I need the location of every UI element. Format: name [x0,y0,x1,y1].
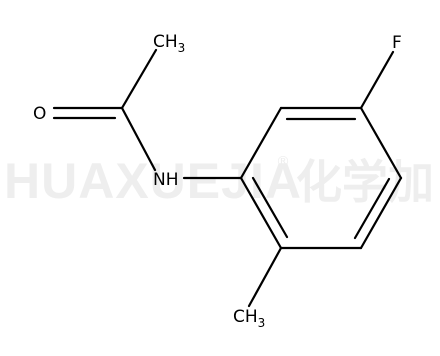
bond-ring-c6-c1-inner [251,176,289,239]
bond-carbonyl-nitrogen [120,106,157,172]
bond-ring-c1-c2 [239,106,283,180]
bond-ring-c6-c1 [239,176,283,250]
atom-label-fluorine: F [392,33,402,53]
watermark: HUAXUEJIA ® 化学加 [4,153,434,209]
bond-ring-fluorine [359,50,395,110]
bond-ring-c4-c5 [359,176,403,250]
bond-methyl-carbonyl [120,48,158,110]
bond-ring-c4-c5-inner [353,177,391,240]
atom-labels: CH3 O NH F CH3 [33,32,402,330]
atom-label-methyl-bottom: CH3 [233,307,265,330]
watermark-chinese: 化学加 [296,155,434,209]
atom-label-methyl-top: CH3 [153,32,185,55]
atom-label-oxygen: O [33,104,46,124]
watermark-registered-mark: ® [276,154,290,170]
bonds [52,48,403,308]
watermark-latin: HUAXUEJIA [4,153,302,209]
atom-label-nh: NH [153,170,179,190]
bond-ring-methyl [247,246,283,308]
bond-ring-c3-c4 [359,106,403,180]
